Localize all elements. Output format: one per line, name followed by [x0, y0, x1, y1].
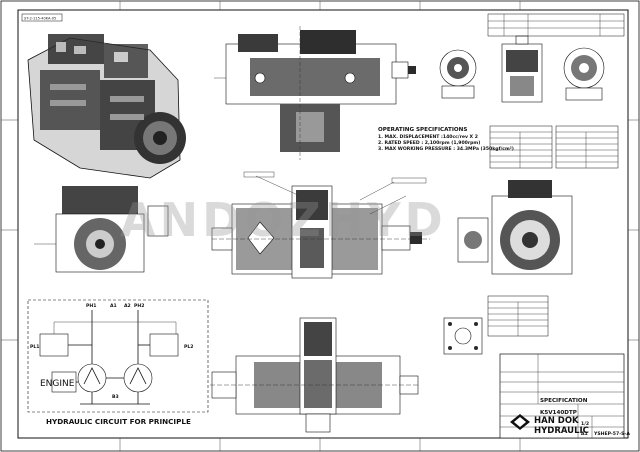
operating-spec-line-3: 3. MAX WORKING PRESSURE : 34.3MPa (350kg… [378, 146, 514, 152]
top-left-tag: ST-2-115-40KA-05 [24, 16, 56, 20]
scale: 1/2 [581, 421, 589, 427]
port-flange-detail [443, 317, 483, 355]
company-name-line-2: HYDRAULIC [534, 426, 589, 436]
callout-leaders [243, 171, 427, 215]
port-label-ph1: PH1 [86, 303, 96, 309]
operating-spec-title: OPERATING SPECIFICATIONS [378, 127, 467, 133]
port-label-a1: A1 [110, 303, 117, 309]
pump-end-view-right [457, 180, 573, 275]
tag-box [21, 13, 63, 22]
sheet-size: A1 [581, 431, 588, 437]
pump-front-view [211, 185, 430, 279]
watermark: ANDOZHYD [120, 193, 447, 247]
company-name-line-1: HAN DOK [534, 416, 579, 426]
port-label-b3: B3 [112, 394, 119, 400]
pump-bottom-view [210, 317, 420, 433]
revision-table [487, 13, 625, 37]
engine-label: ENGINE [40, 379, 75, 389]
pump-isometric-view [27, 34, 186, 179]
part-number: K5V140DTP [540, 410, 577, 416]
port-label-pl1: PL1 [30, 344, 40, 350]
end-view-left [439, 49, 477, 99]
port-label-ph2: PH2 [134, 303, 144, 309]
drawing-frame [17, 9, 629, 439]
port-label-a2: A2 [124, 303, 131, 309]
operating-spec-line-1: 1. MAX. DISPLACEMENT :140cc/rev X 2 [378, 134, 478, 140]
pump-top-view [214, 26, 416, 160]
spline-data-table-right [555, 125, 619, 169]
drawing-number: YSHEP-57-S-A [593, 431, 630, 437]
hydraulic-circuit-diagram [27, 299, 209, 413]
circuit-title: HYDRAULIC CIRCUIT FOR PRINCIPLE [46, 417, 191, 426]
company-logo [510, 414, 530, 430]
doc-type: SPECIFICATION [540, 398, 588, 404]
pump-side-view-left [34, 186, 169, 273]
flange-data-table [487, 295, 549, 337]
side-view-middle [501, 35, 543, 103]
port-label-pl2: PL2 [184, 344, 194, 350]
operating-spec-line-2: 2. RATED SPEED : 2,100rpm (1,900rpm) [378, 140, 480, 146]
spline-data-table-left [489, 125, 553, 169]
end-view-right [563, 47, 605, 101]
